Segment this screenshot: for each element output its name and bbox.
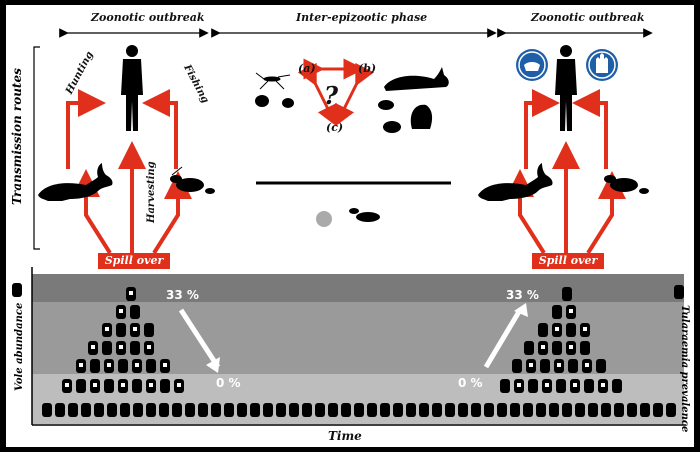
phase-right-label: Zoonotic outbreak [531, 11, 645, 24]
diagram-graphics [12, 28, 686, 426]
bacteria-icon [316, 211, 332, 227]
vole-axis-icon [12, 283, 22, 297]
x-axis-label: Time [328, 429, 362, 443]
prevalence-low-right: 0 % [458, 376, 483, 390]
route-harvesting-label: Harvesting [146, 161, 157, 223]
gloves-icon [586, 49, 618, 81]
vole-axis-icon [674, 285, 684, 299]
cycle-arrows [297, 58, 375, 127]
vole-band-icon [42, 287, 676, 417]
human-icon [121, 45, 143, 131]
rat-icon [378, 100, 394, 110]
human-icon [555, 45, 577, 131]
cycle-c-label: (c) [326, 121, 344, 134]
mosquito-icon [255, 72, 291, 90]
prevalence-high-left: 33 % [166, 288, 199, 302]
hare-icon [38, 163, 113, 201]
crayfish-icon [170, 166, 215, 194]
cycle-b-label: (b) [358, 62, 377, 75]
hare-icon [478, 163, 553, 201]
y-axis-left-label: Vole abundance [14, 302, 25, 391]
cycle-question-mark: ? [324, 81, 339, 110]
spill-over-label-left: Spill over [98, 253, 170, 269]
tick-icon [255, 95, 269, 107]
cycle-a-label: (a) [298, 62, 316, 75]
vole-icon [383, 121, 401, 133]
beaver-icon [384, 67, 449, 91]
figure-canvas: Zoonotic outbreak Inter-epizootic phase … [6, 5, 694, 447]
phase-left-label: Zoonotic outbreak [91, 11, 205, 24]
mask-icon [516, 49, 548, 81]
flea-icon [282, 98, 294, 108]
phase-middle-label: Inter-epizootic phase [296, 11, 428, 24]
weasel-icon [410, 104, 433, 129]
right-spill-arrows [506, 89, 626, 255]
crayfish-icon [604, 175, 649, 194]
prevalence-low-left: 0 % [216, 376, 241, 390]
crayfish-icon [349, 208, 380, 222]
spill-over-label-right: Spill over [532, 253, 604, 269]
y-axis-right-label: Tularaemia prevalence [679, 305, 690, 433]
left-spill-arrows [66, 89, 192, 255]
prevalence-high-right: 33 % [506, 288, 539, 302]
